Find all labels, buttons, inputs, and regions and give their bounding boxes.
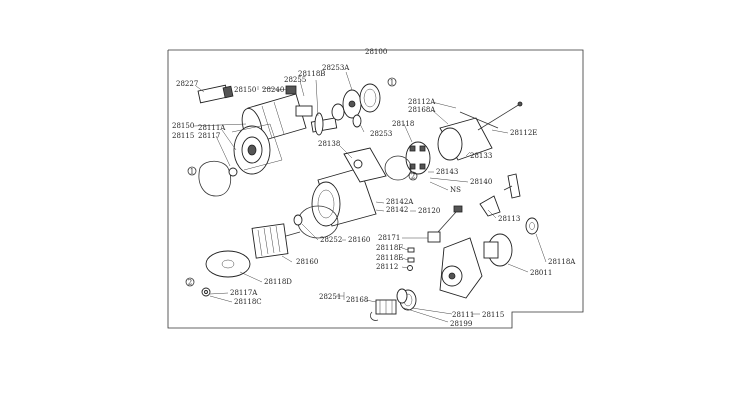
part-connector-28171 [427,205,463,243]
part-label: 28160 [348,236,370,244]
part-label: 28133 [470,152,492,160]
part-label: 28138 [318,140,340,148]
svg-text:2: 2 [188,279,192,287]
part-ring [352,114,362,128]
svg-text:2: 2 [411,173,415,181]
part-label: 28011 [530,269,552,277]
part-label: 28115 [172,132,194,140]
part-label: 28160 [296,258,318,266]
part-fork-28113 [479,195,501,217]
assembly-label: 28100 [365,48,387,56]
part-end-cover-28133 [437,117,493,161]
part-label: 28120 [418,207,440,215]
part-small-pins [407,247,415,271]
part-label: 28113 [498,215,520,223]
part-label: 28253 [370,130,392,138]
part-28227-plunger [197,84,234,104]
callout-mark-2a: 2 [408,171,418,181]
part-label: 28253A [322,64,350,72]
part-motor-housing [231,123,283,175]
part-label: 28112E [510,129,537,137]
part-label: 28112A [408,98,436,106]
callout-mark-1a: 1 [387,77,397,87]
part-washer-28118D [205,250,251,278]
part-label: 28255 [284,76,306,84]
part-label: 28168 [346,296,368,304]
part-label: 28118B [298,70,325,78]
callout-mark-1b: 1 [187,166,197,176]
assembly-frame [167,49,584,329]
part-label: 28117A [230,289,258,297]
part-label: 28118A [548,258,576,266]
part-brush-holder [405,141,431,175]
part-label: 28118C [234,298,262,306]
part-washer-28118A [525,217,539,235]
callout-mark-2b: 2 [185,277,195,287]
part-label: 28150 [234,86,256,94]
part-label: 28118D [264,278,292,286]
part-through-bolt [459,101,523,131]
part-label: 28118 [392,120,414,128]
part-label: 28118F [376,244,403,252]
part-label: 28111A [198,124,226,132]
part-label: 28112 [376,263,398,271]
part-label: 28150 [172,122,194,130]
part-armature-28160 [251,214,303,259]
part-label: 28118E [376,254,403,262]
part-label: 28117 [198,132,220,140]
part-label: 28142 [386,206,408,214]
part-label: 28142A [386,198,414,206]
part-front-bracket [439,233,513,299]
part-label: 28240 [262,86,284,94]
part-label: 28251 [319,293,341,301]
part-label: 28171 [378,234,400,242]
leader-lines [193,71,547,323]
part-label: 28115 [482,311,504,319]
part-rings-28111 [396,288,417,311]
part-oring-small [384,155,412,181]
part-pinion-28168 [370,299,397,321]
part-yoke-28120 [311,167,377,227]
svg-text:1: 1 [190,168,194,176]
part-lever-28140 [503,173,521,199]
part-washer-small [201,287,211,297]
part-label: 28252 [320,236,342,244]
part-label: 28111 [452,311,474,319]
part-gasket-loop [198,160,238,197]
part-label: 28199 [450,320,472,328]
part-label: 28227 [176,80,198,88]
part-label: NS [450,186,461,194]
part-shaft-gear [310,83,381,136]
part-label: 28168A [408,106,436,114]
part-label: 28143 [436,168,458,176]
part-label: 28140 [470,178,492,186]
part-insulator-28138 [343,147,387,183]
svg-text:1: 1 [390,79,394,87]
